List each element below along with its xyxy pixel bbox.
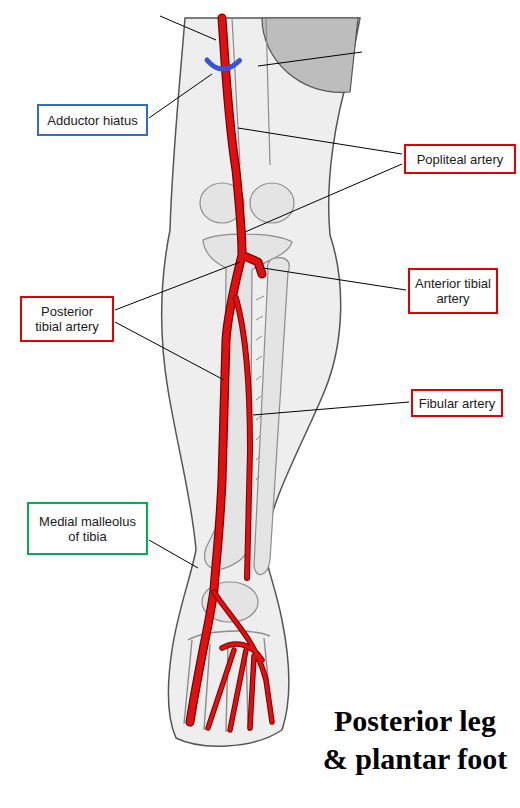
leader-line — [253, 402, 409, 415]
leader-lines — [115, 16, 409, 568]
fibula-bone — [254, 258, 289, 575]
plantar-vessels-outline — [208, 592, 272, 730]
artery-label-box: Popliteal artery — [404, 144, 516, 174]
plantar-vessels — [208, 592, 272, 730]
leader-line — [115, 262, 240, 310]
label-text: Anterior tibial artery — [414, 276, 492, 306]
figure-caption: Posterior leg & plantar foot — [318, 702, 512, 778]
lateral-condyle — [250, 183, 294, 223]
bone-label-box: Medial malleolus of tibia — [27, 502, 148, 555]
label-text: Medial malleolus of tibia — [33, 514, 142, 544]
leader-line — [160, 16, 216, 40]
artery-label-box: Anterior tibial artery — [408, 268, 498, 314]
leader-line — [258, 52, 362, 66]
leader-line — [245, 164, 402, 232]
label-text: Popliteal artery — [417, 152, 504, 167]
structure-label-box: Adductor hiatus — [37, 104, 148, 136]
label-text: Fibular artery — [419, 396, 496, 411]
leg-outline — [161, 18, 360, 746]
fibular-vessel-outline — [236, 298, 250, 578]
leader-line — [263, 268, 406, 290]
fibular-vessel — [236, 298, 250, 578]
leader-line — [115, 322, 224, 380]
interosseous-hatching — [256, 296, 264, 480]
leader-line — [149, 540, 198, 568]
arteries — [190, 18, 272, 730]
artery-outline — [190, 18, 262, 722]
leader-line — [238, 128, 402, 154]
adductor-hiatus-arc — [207, 60, 240, 69]
leg-figure — [161, 18, 360, 746]
popliteal-vessel — [190, 18, 262, 722]
artery-label-box: Fibular artery — [411, 389, 503, 417]
femur-shaft — [232, 18, 270, 165]
leader-line — [149, 74, 212, 118]
artery-label-box: Posterior tibial artery — [20, 296, 114, 342]
buttock-shading — [262, 18, 358, 92]
label-text: Posterior tibial artery — [26, 304, 108, 334]
label-text: Adductor hiatus — [47, 113, 137, 128]
